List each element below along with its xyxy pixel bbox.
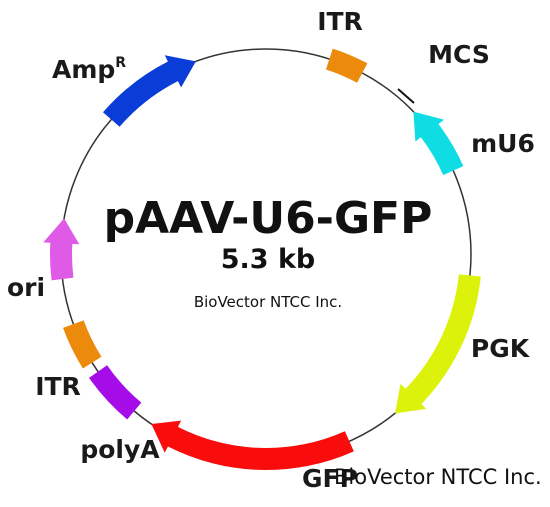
watermark-text: BioVector NTCC Inc. [334,465,542,489]
feature-itr-top [325,48,368,83]
label-ampr-main: Amp [52,55,115,84]
label-polya: polyA [80,435,160,464]
label-itr-top: ITR [317,7,363,36]
feature-pgk [395,274,481,414]
center-credit: BioVector NTCC Inc. [194,293,342,311]
feature-itr-bottom [63,320,102,369]
label-ampr: AmpR [52,55,126,84]
plasmid-size: 5.3 kb [221,244,316,275]
label-ori: ori [7,273,45,302]
label-mcs: MCS [428,40,490,69]
feature-ampr [102,55,196,127]
label-pgk: PGK [471,334,531,363]
label-gfp: GFP [302,464,358,493]
feature-mu6 [413,111,464,176]
feature-ori [43,218,80,281]
label-itr-bottom: ITR [35,372,81,401]
mcs-marker [397,88,415,104]
feature-polya [89,365,142,420]
feature-gfp [151,420,354,470]
plasmid-name: pAAV-U6-GFP [104,193,433,244]
label-mu6: mU6 [471,129,535,158]
label-ampr-superscript: R [115,55,126,71]
